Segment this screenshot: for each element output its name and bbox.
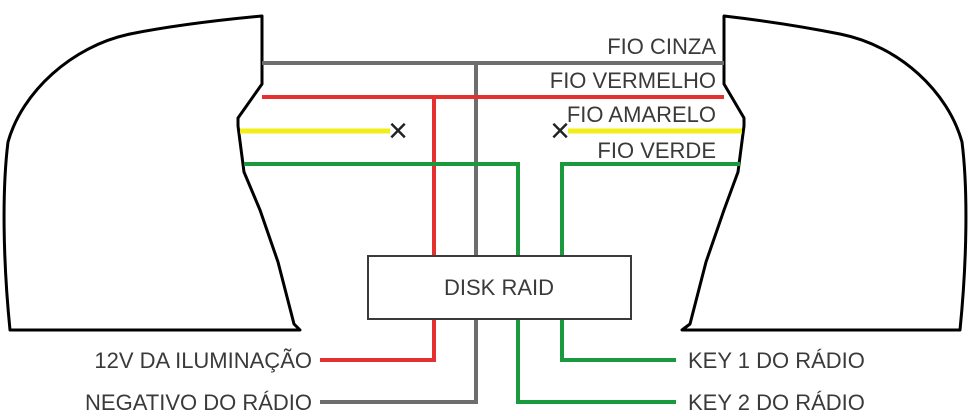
disk-raid-label: DISK RAID xyxy=(444,275,554,300)
gray-wire xyxy=(262,61,724,404)
key1-radio-label: KEY 1 DO RÁDIO xyxy=(688,348,865,373)
cut-mark-left: × xyxy=(388,112,408,150)
red-wire xyxy=(262,95,724,362)
iluminacao-12v-label: 12V DA ILUMINAÇÃO xyxy=(94,348,312,373)
key2-radio-label: KEY 2 DO RÁDIO xyxy=(688,390,865,415)
cut-mark-right: × xyxy=(550,112,570,150)
fio-verde-label: FIO VERDE xyxy=(597,138,716,163)
fio-cinza-label: FIO CINZA xyxy=(607,34,716,59)
right-connector-outline xyxy=(680,14,968,332)
disk-raid-box xyxy=(367,255,632,320)
fio-vermelho-label: FIO VERMELHO xyxy=(550,68,716,93)
negativo-radio-label: NEGATIVO DO RÁDIO xyxy=(85,390,312,415)
fio-amarelo-label: FIO AMARELO xyxy=(567,102,716,127)
left-connector-outline xyxy=(2,14,302,332)
